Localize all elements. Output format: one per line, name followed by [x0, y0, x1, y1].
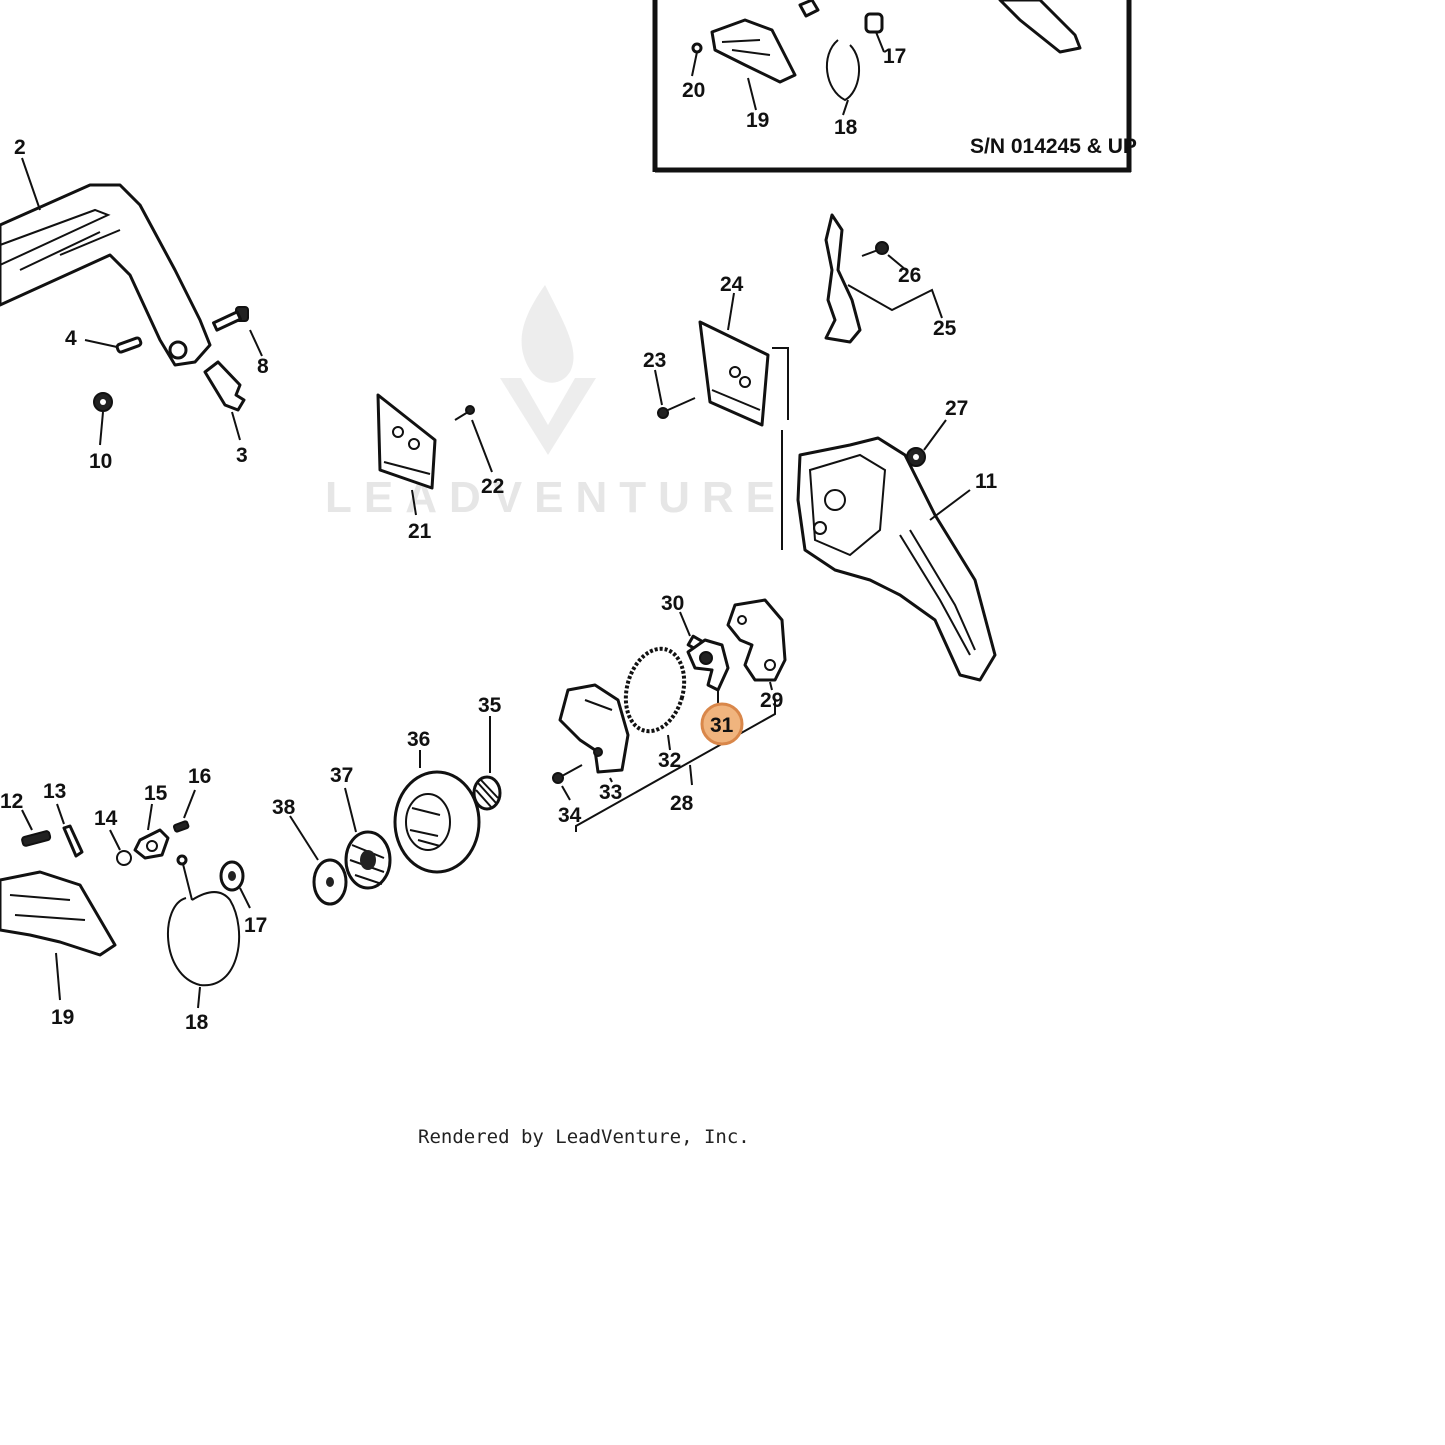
callout-15: 15: [144, 782, 168, 805]
rendered-by-footer: Rendered by LeadVenture, Inc.: [418, 1126, 750, 1148]
part-10-nut: 10: [89, 392, 113, 473]
part-31-spring-hub: [686, 638, 730, 692]
callout-24: 24: [720, 273, 744, 296]
part-26-screw: 26: [861, 241, 921, 287]
part-3-trigger: 3: [203, 360, 248, 467]
watermark-logo: [500, 285, 596, 455]
callout-4: 4: [65, 327, 77, 350]
part-37-sprocket: 37: [330, 764, 392, 890]
part-22-screw: 22: [454, 405, 504, 498]
callout-25: 25: [933, 317, 957, 340]
callout-8: 8: [257, 355, 269, 378]
inset-box: 20 19 18 17 S/N 014245 & UP: [652, 0, 1137, 173]
callout-19: 19: [51, 1006, 74, 1029]
callout-inset-17: 17: [883, 45, 906, 68]
part-29-shoe: 29: [726, 598, 787, 712]
watermark-text: LEADVENTURE: [325, 473, 787, 522]
callout-10: 10: [89, 450, 112, 473]
part-33-shoe: 33: [558, 683, 630, 804]
part-15-lever: 15: [133, 782, 170, 860]
callout-31[interactable]: 31: [710, 714, 734, 737]
part-38-washer: 38: [272, 796, 348, 906]
callout-35: 35: [478, 694, 502, 717]
part-8-bolt: 8: [212, 306, 269, 378]
callout-23: 23: [643, 349, 666, 372]
part-11-clutch-cover: 11: [781, 430, 998, 682]
part-13-link: 13: [43, 780, 84, 858]
part-4-pin: 4: [65, 327, 143, 354]
part-30-clip: 30: [661, 592, 704, 652]
part-17-bushing: 17: [219, 860, 267, 937]
callout-12: 12: [0, 790, 23, 813]
callout-inset-20: 20: [682, 79, 705, 102]
part-24-plate: 24: [698, 273, 789, 427]
callout-21: 21: [408, 520, 432, 543]
part-23-screw: 23: [643, 349, 696, 419]
part-16-pin: 16: [172, 765, 211, 833]
callout-36: 36: [407, 728, 430, 751]
part-32-spring: 32: [623, 646, 687, 772]
callout-34: 34: [558, 804, 582, 827]
part-36-drum: 36: [393, 728, 481, 874]
part-27-nut: 27: [906, 397, 968, 467]
callout-33: 33: [599, 781, 622, 804]
callout-27: 27: [945, 397, 968, 420]
callout-2: 2: [14, 136, 26, 159]
callout-31-highlight[interactable]: 31: [700, 690, 744, 746]
serial-label: S/N 014245 & UP: [970, 135, 1137, 158]
callout-3: 3: [236, 444, 248, 467]
callout-38: 38: [272, 796, 296, 819]
part-14-clip: 14: [94, 807, 132, 866]
callout-37: 37: [330, 764, 353, 787]
part-21-plate: 21: [376, 393, 437, 543]
callout-13: 13: [43, 780, 66, 803]
part-28-assembly-bracket: 28: [575, 700, 776, 832]
callout-22: 22: [481, 475, 504, 498]
part-34-screw: 34: [552, 764, 583, 827]
callout-29: 29: [760, 689, 783, 712]
callout-inset-19: 19: [746, 109, 769, 132]
callout-inset-18: 18: [834, 116, 858, 139]
callout-14: 14: [94, 807, 118, 830]
part-35-bearing: 35: [472, 694, 502, 811]
highlight-marker[interactable]: [700, 702, 744, 746]
callout-18: 18: [185, 1011, 209, 1034]
part-19-brake-lever: 19: [0, 870, 117, 1029]
callout-11: 11: [975, 470, 998, 493]
callout-17: 17: [244, 914, 267, 937]
callout-16: 16: [188, 765, 211, 788]
callout-30: 30: [661, 592, 684, 615]
callout-26: 26: [898, 264, 921, 287]
callout-32: 32: [658, 749, 681, 772]
part-25-catcher: 25: [824, 213, 957, 344]
callout-28: 28: [670, 792, 694, 815]
part-12-screw: 12: [0, 790, 52, 847]
part-2-front-handle: 2: [0, 136, 212, 367]
part-18-brake-band: 18: [167, 854, 241, 1034]
